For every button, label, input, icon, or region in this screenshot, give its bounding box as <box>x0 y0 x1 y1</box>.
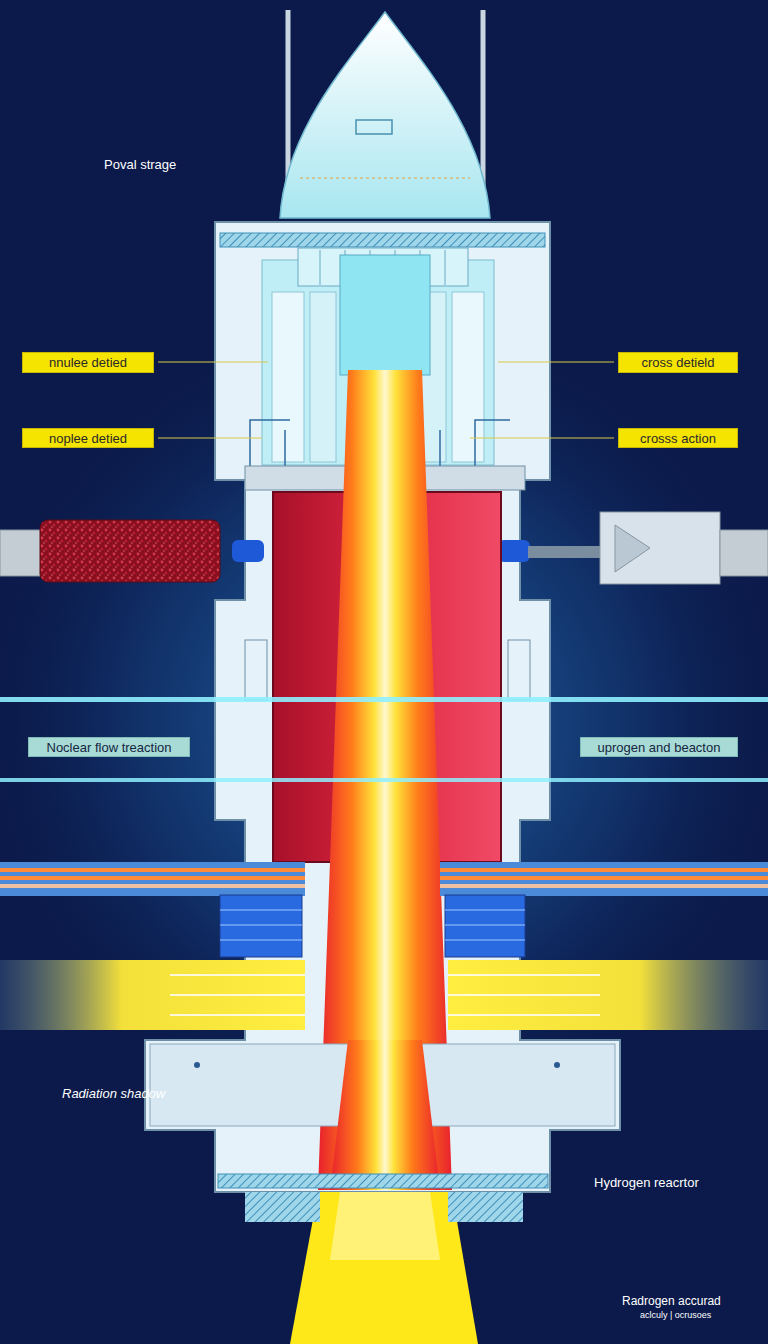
section-tag: uprogen and beacton <box>580 737 738 757</box>
callout-text: uprogen and beacton <box>598 740 721 755</box>
callout-box: crosss action <box>618 428 738 448</box>
callout-text: cross detield <box>642 355 715 370</box>
callout-box: cross detield <box>618 352 738 373</box>
callout-box: noplee detied <box>22 428 154 448</box>
callout-text: Noclear flow treaction <box>47 740 172 755</box>
stage-label: Poval strage <box>104 157 176 172</box>
part-label: Hydrogen reacrtor <box>594 1175 699 1190</box>
callout-text: noplee detied <box>49 431 127 446</box>
callout-text: crosss action <box>640 431 716 446</box>
region-label: Radiation shadow <box>62 1086 165 1101</box>
footer-note: aclculy | ocrusoes <box>640 1310 711 1320</box>
section-tag: Noclear flow treaction <box>28 737 190 757</box>
footer-label: Radrogen accurad <box>622 1294 721 1308</box>
callout-box: nnulee detied <box>22 352 154 373</box>
callout-text: nnulee detied <box>49 355 127 370</box>
